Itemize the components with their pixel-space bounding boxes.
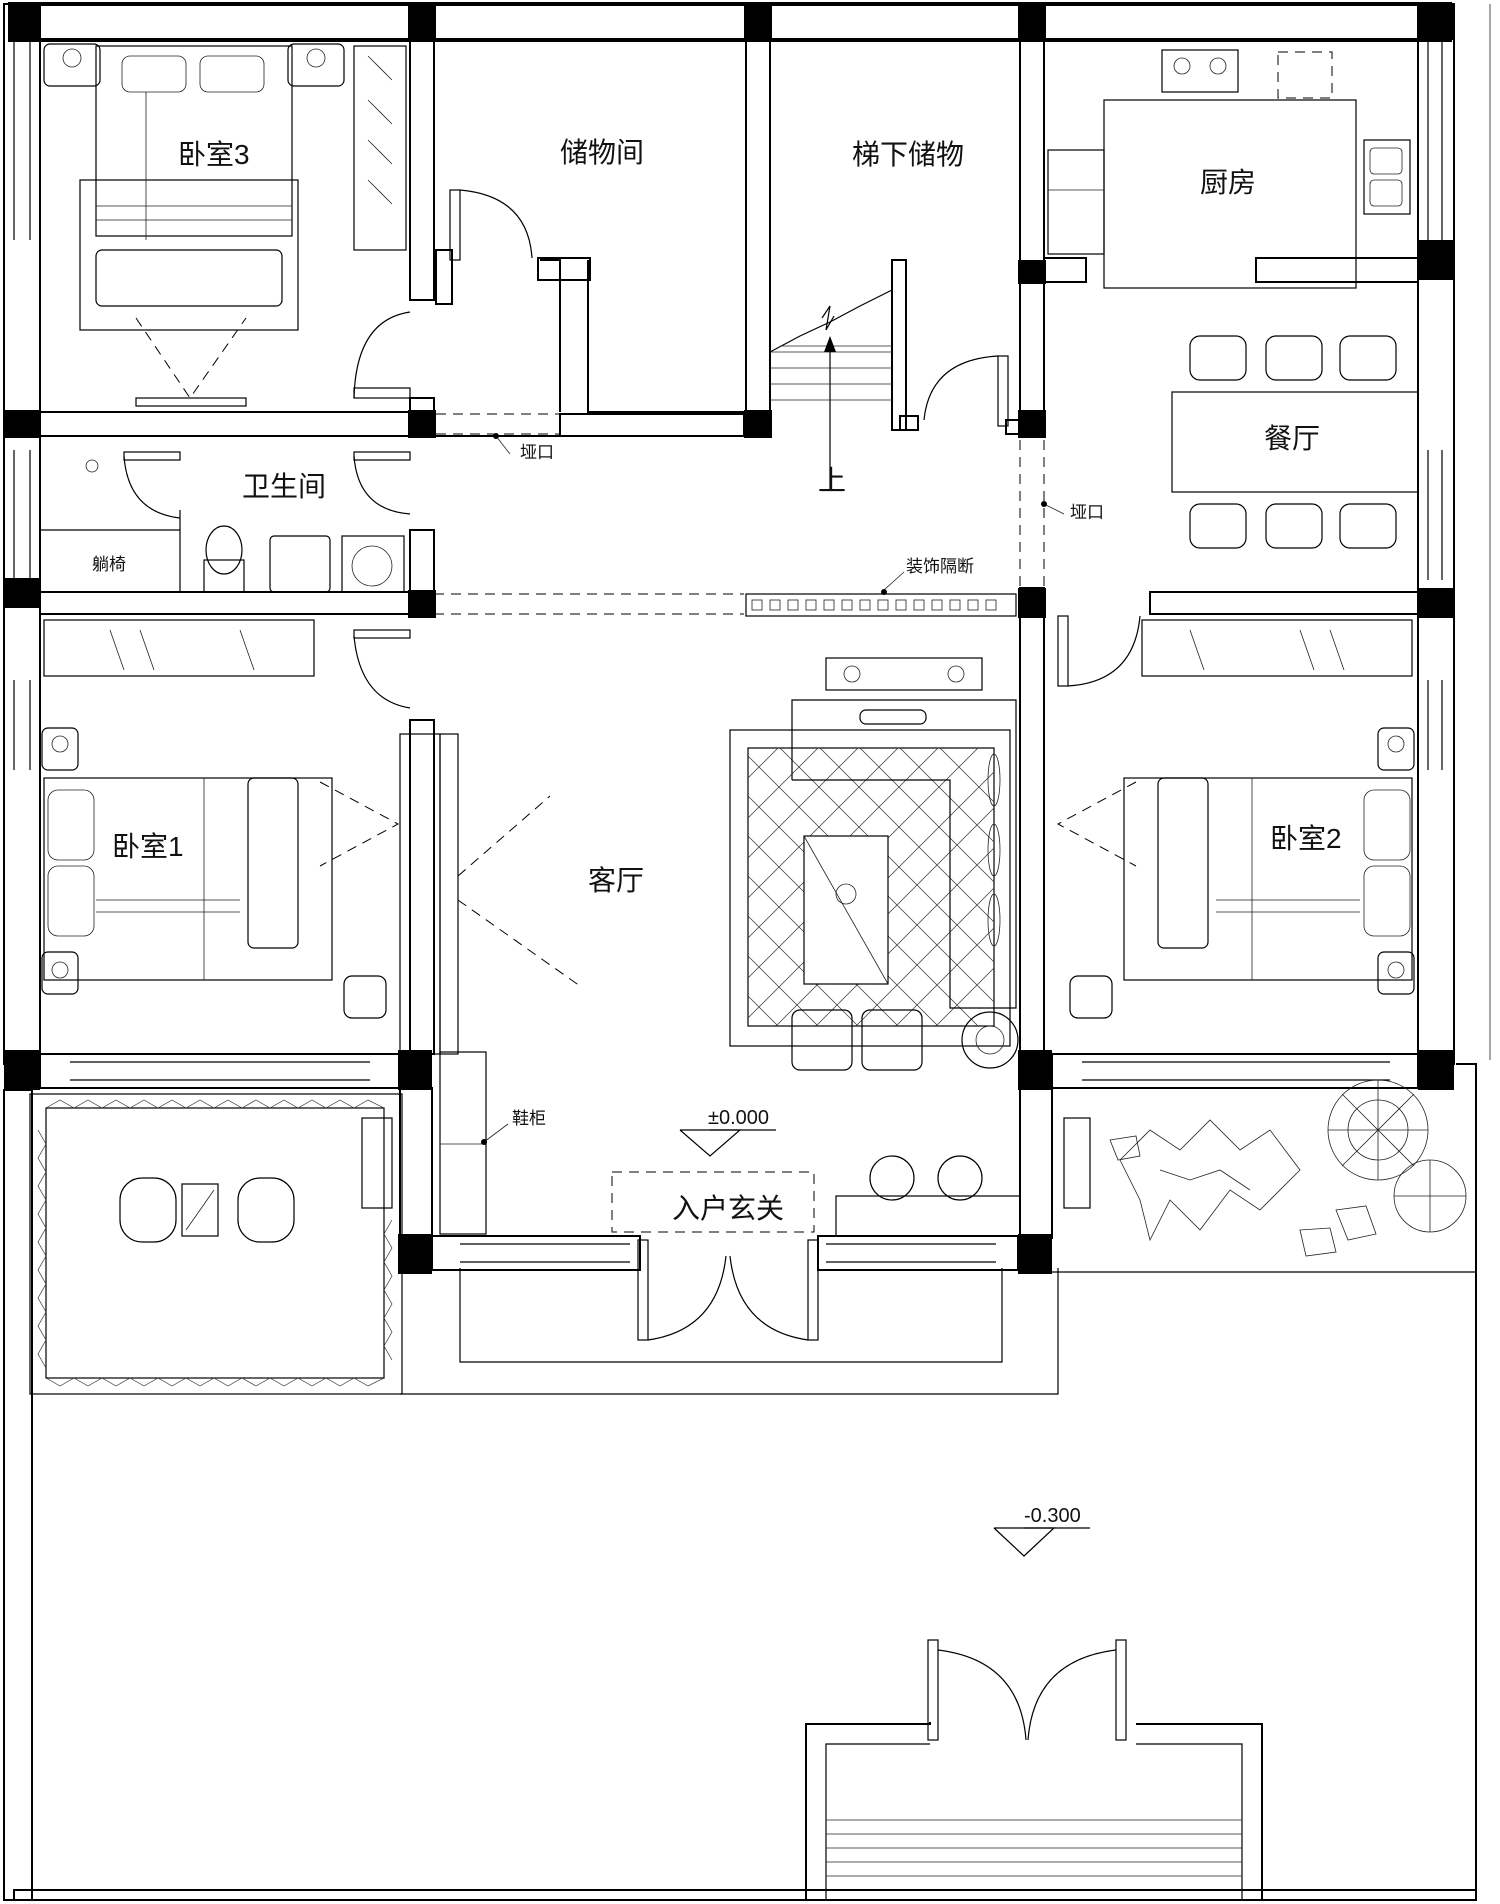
label-storage: 储物间 (560, 137, 644, 168)
label-bedroom1: 卧室1 (112, 831, 184, 862)
label-recliner: 躺椅 (92, 555, 126, 574)
label-bedroom2: 卧室2 (1270, 823, 1342, 854)
label-entrance: 入户玄关 (672, 1193, 784, 1224)
elevation-markers: ±0.000 -0.300 (679, 1107, 1090, 1557)
room-labels: 卧室3 储物间 梯下储物 厨房 卫生间 餐厅 客厅 卧室1 卧室2 入户玄关 (112, 137, 1342, 1224)
decorative-partition-slats (751, 599, 997, 611)
openings (434, 413, 1045, 617)
label-opening-left: 垭口 (520, 443, 554, 462)
label-living: 客厅 (588, 865, 644, 896)
doors (123, 189, 1141, 1341)
label-decorative-partition: 装饰隔断 (906, 557, 974, 576)
annotation-labels: 垭口 垭口 躺椅 装饰隔断 鞋柜 上 (92, 433, 1104, 1145)
label-stair-up: 上 (818, 465, 846, 496)
label-shoe-cabinet: 鞋柜 (512, 1109, 546, 1128)
label-opening-right: 垭口 (1070, 503, 1104, 522)
elevation-interior: ±0.000 (708, 1107, 769, 1129)
label-kitchen: 厨房 (1200, 167, 1256, 198)
label-under-stair-storage: 梯下储物 (852, 139, 964, 170)
label-dining: 餐厅 (1264, 423, 1320, 454)
label-bathroom: 卫生间 (242, 471, 326, 502)
elevation-exterior: -0.300 (1024, 1505, 1081, 1527)
terrace (3, 1063, 1477, 1901)
staircase (769, 289, 893, 490)
furniture (41, 43, 1419, 1237)
interior-walls (39, 39, 1419, 1271)
label-bedroom3: 卧室3 (178, 139, 250, 170)
